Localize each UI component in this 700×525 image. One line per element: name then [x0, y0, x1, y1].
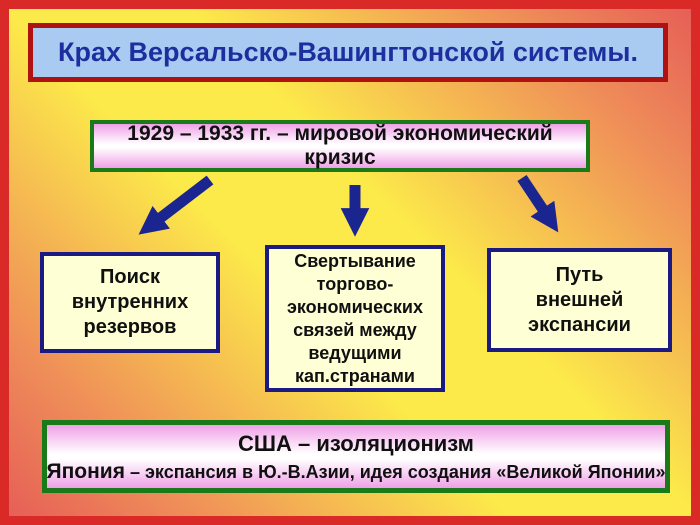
page-title: Крах Версальско-Вашингтонской системы.: [58, 37, 638, 67]
title-box: Крах Версальско-Вашингтонской системы.: [28, 23, 668, 82]
branch-label-internal-reserves: Поиск внутренних резервов: [71, 266, 189, 338]
branch-box-external-expansion: Путь внешней экспансии: [487, 248, 672, 352]
branch-label-trade-curtailment: Свертывание торгово-экономических связей…: [286, 250, 424, 386]
conclusion-japan-text: – экспансия в Ю.-В.Азии, идея создания «…: [129, 461, 666, 482]
conclusion-usa-line: США – изоляционизм: [238, 430, 474, 456]
branch-box-trade-curtailment: Свертывание торгово-экономических связей…: [265, 245, 445, 392]
arrow-down-left-icon: [138, 175, 214, 235]
conclusion-japan-label: Япония: [46, 459, 125, 483]
conclusion-box: США – изоляционизм Япония – экспансия в …: [42, 420, 670, 493]
arrow-down-right-icon: [517, 174, 559, 233]
branch-label-external-expansion: Путь внешней экспансии: [528, 263, 631, 336]
crisis-period-box: 1929 – 1933 гг. – мировой экономический …: [90, 120, 590, 172]
conclusion-japan-line: Япония – экспансия в Ю.-В.Азии, идея соз…: [47, 459, 666, 485]
crisis-period-text: 1929 – 1933 гг. – мировой экономический …: [127, 122, 553, 169]
branch-box-internal-reserves: Поиск внутренних резервов: [40, 252, 220, 353]
